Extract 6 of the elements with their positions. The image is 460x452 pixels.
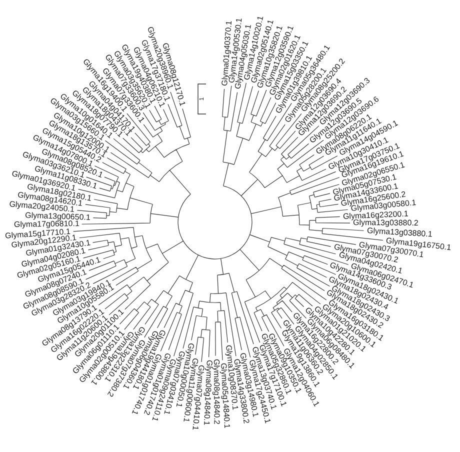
gene-label: Glyma16g23200.1 [342, 210, 408, 221]
gene-label: Glyma13g03880.2 [352, 219, 418, 228]
gene-label: Glyma17g06810.1 [14, 220, 80, 230]
gene-label: Glyma13g00650.1 [25, 211, 91, 222]
gene-label: Glyma13g03880.1 [366, 226, 432, 239]
gene-label: Glyma08g14840.2 [212, 358, 220, 424]
